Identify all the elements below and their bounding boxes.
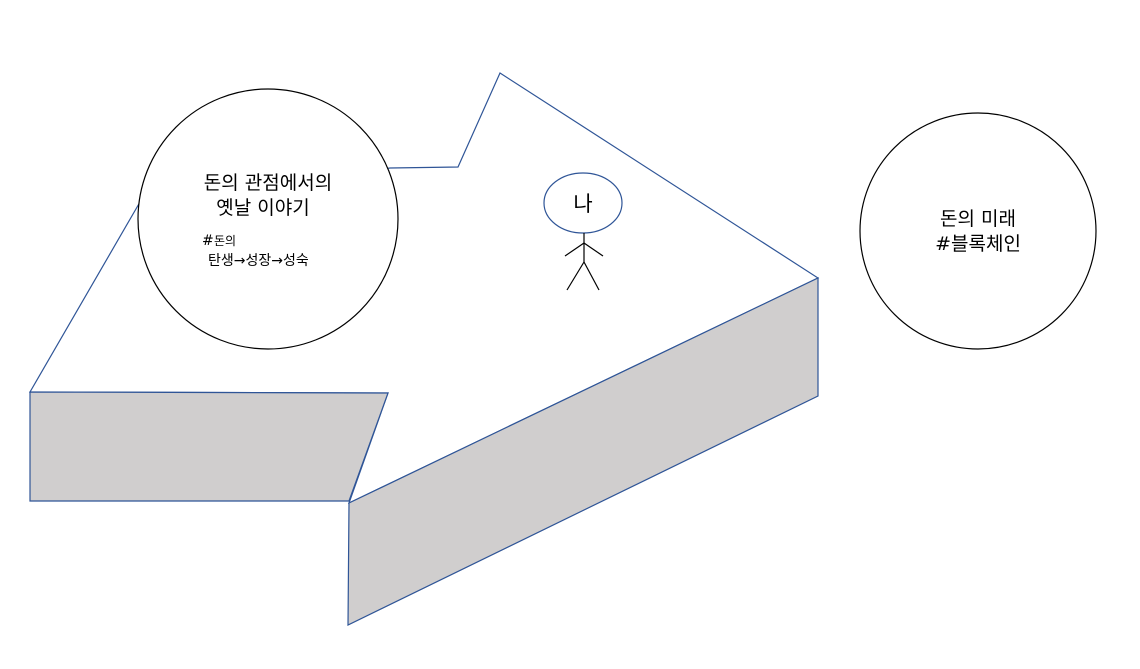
past-bubble-title-line2: 옛날 이야기 — [216, 197, 309, 219]
future-bubble-line1: 돈의 미래 — [940, 208, 1016, 230]
stick-figure-icon — [564, 233, 604, 291]
me-label: 나 — [573, 192, 592, 216]
future-bubble-line2: #블록체인 — [935, 233, 1021, 255]
past-story-bubble — [137, 88, 399, 350]
past-bubble-tag-stages: 탄생→성장→성숙 — [208, 253, 309, 269]
arrow-right-side-face — [347, 277, 819, 626]
past-bubble-title-line1: 돈의 관점에서의 — [204, 172, 332, 194]
future-bubble — [859, 112, 1097, 350]
arrow-left-side-face — [29, 391, 389, 502]
past-bubble-tag-word: 돈의 — [214, 234, 236, 248]
past-bubble-tag-hash: # — [202, 233, 214, 249]
me-head — [543, 172, 623, 234]
